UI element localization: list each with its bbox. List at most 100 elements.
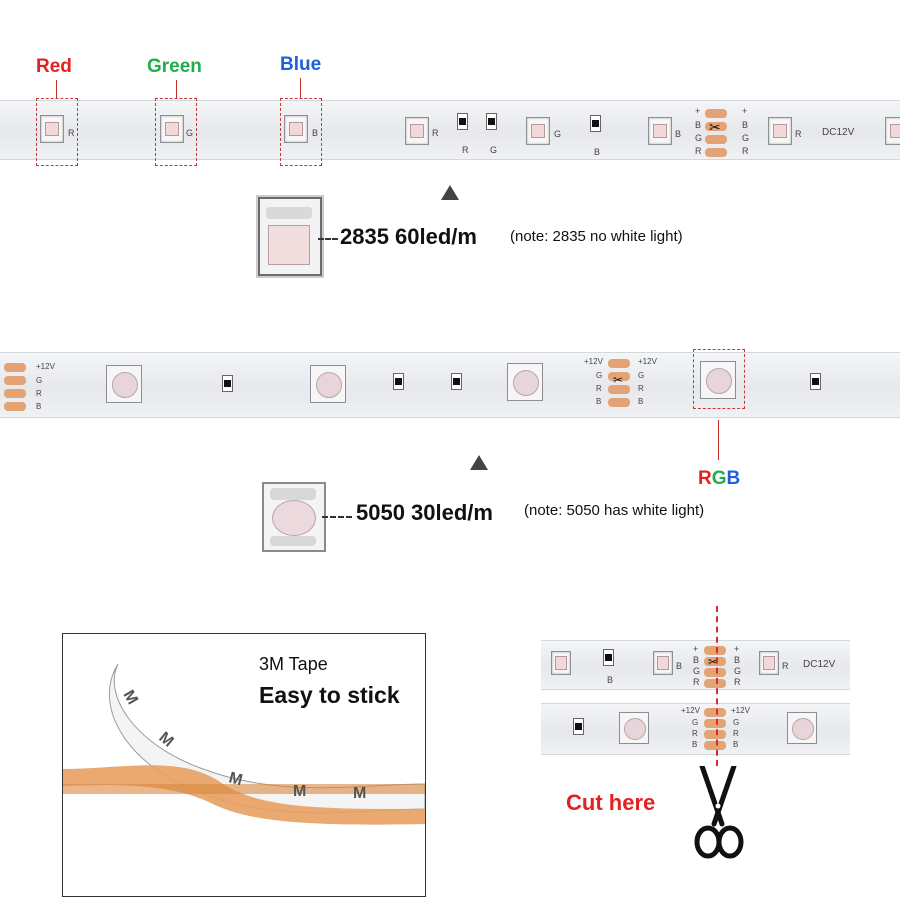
cut-strip-2835: B B + B G R + B G R ✂ R DC12V [541, 640, 850, 690]
tape-illustration: M M M M M [63, 663, 425, 825]
pad-label-voltage: +12V [638, 357, 657, 366]
pad-label-b: B [733, 740, 739, 749]
resistor [590, 115, 601, 132]
pin-label-g: G [554, 129, 562, 139]
pin-label-r: R [432, 128, 439, 138]
pin-label-b: B [594, 147, 601, 157]
pad-label-g: G [638, 371, 645, 380]
blue-connector [300, 78, 301, 98]
pad-label-g: G [693, 666, 701, 676]
pin-label-b: B [676, 661, 683, 671]
pad-label-b: B [742, 120, 749, 130]
cut-line [716, 606, 718, 766]
pad-label-plus: + [742, 106, 748, 116]
pad-label-g: G [733, 718, 740, 727]
led-2835 [768, 117, 792, 145]
cut-strip-5050: +12V G R B +12V G R B [541, 703, 850, 755]
pad-label-g: G [742, 133, 750, 143]
resistor [603, 649, 614, 666]
resistor [486, 113, 497, 130]
solder-pad [705, 122, 727, 131]
pad-label-r: R [734, 677, 741, 687]
pin-label-b: B [675, 129, 682, 139]
pad-label-voltage: +12V [36, 362, 55, 371]
label-green: Green [147, 56, 202, 77]
tape-subtitle: Easy to stick [259, 682, 400, 708]
voltage-label: DC12V [822, 127, 855, 138]
resistor [573, 718, 584, 735]
spec-5050-name: 5050 30led/m [356, 500, 493, 525]
cut-here-label: Cut here [566, 790, 656, 815]
solder-pad [704, 679, 726, 688]
pad-label-r: R [693, 677, 700, 687]
pad-label-r: R [638, 384, 644, 393]
highlight-blue [280, 98, 322, 166]
pad-label-b: B [734, 655, 741, 665]
solder-pad [4, 389, 26, 398]
label-rgb: RGB [698, 468, 740, 490]
label-blue: Blue [280, 54, 322, 75]
pad-label-g: G [734, 666, 742, 676]
spec-5050-note: (note: 5050 has white light) [524, 502, 705, 519]
triangle-up-icon [441, 185, 459, 200]
led-5050 [619, 712, 649, 744]
triangle-up-icon [470, 455, 488, 470]
highlight-red [36, 98, 78, 166]
solder-pad [704, 741, 726, 750]
pin-label-g: G [490, 145, 498, 155]
pad-label-g: G [36, 376, 43, 385]
led-5050 [507, 363, 543, 401]
rgb-connector [718, 420, 719, 460]
scissors-icon: ✂ [613, 373, 624, 387]
voltage-label: DC12V [803, 659, 836, 670]
solder-pad [704, 668, 726, 677]
led-5050 [700, 361, 736, 399]
led-5050 [106, 365, 142, 403]
tape-photo-frame: M M M M M 3M Tape Easy to stick [62, 633, 426, 897]
pad-label-plus: + [695, 106, 701, 116]
solder-pad [705, 148, 727, 157]
pad-label-r: R [733, 729, 739, 738]
pin-label-r: R [462, 145, 469, 155]
led-2835 [551, 651, 571, 675]
label-rgb-r: R [698, 468, 712, 489]
resistor [810, 373, 821, 390]
solder-pad [4, 402, 26, 411]
svg-text:M: M [293, 783, 306, 800]
closeup-connector [318, 238, 338, 240]
resistor [393, 373, 404, 390]
solder-pad [608, 359, 630, 368]
solder-pad [704, 719, 726, 728]
pad-label-b: B [692, 740, 698, 749]
pin-label-b: B [607, 675, 614, 685]
resistor [451, 373, 462, 390]
solder-pad [704, 730, 726, 739]
closeup-connector [322, 516, 352, 518]
resistor [457, 113, 468, 130]
solder-pad [704, 708, 726, 717]
spec-2835-note: (note: 2835 no white light) [510, 228, 683, 245]
led-strip-5050: +12V G R B +12V G R B +12V G R B ✂ [0, 349, 900, 418]
resistor [222, 375, 233, 392]
pad-label-b: B [596, 397, 602, 406]
pad-label-voltage: +12V [584, 357, 603, 366]
scissors-icon: ✂ [709, 119, 721, 135]
led-2835 [885, 117, 900, 145]
led-2835 [40, 115, 64, 143]
spec-2835-name: 2835 60led/m [340, 224, 477, 249]
pad-label-plus: + [734, 644, 740, 654]
pad-label-r: R [742, 146, 749, 156]
solder-pad [705, 135, 727, 144]
pad-label-g: G [596, 371, 603, 380]
solder-pad [608, 372, 630, 381]
highlight-green [155, 98, 197, 166]
led-5050 [787, 712, 817, 744]
pad-label-voltage: +12V [681, 706, 700, 715]
pad-label-r: R [36, 389, 42, 398]
solder-pad [4, 376, 26, 385]
led-5050 [310, 365, 346, 403]
highlight-rgb [693, 349, 745, 409]
pin-label-b: B [312, 128, 319, 138]
pad-label-plus: + [693, 644, 699, 654]
pad-label-g: G [692, 718, 699, 727]
